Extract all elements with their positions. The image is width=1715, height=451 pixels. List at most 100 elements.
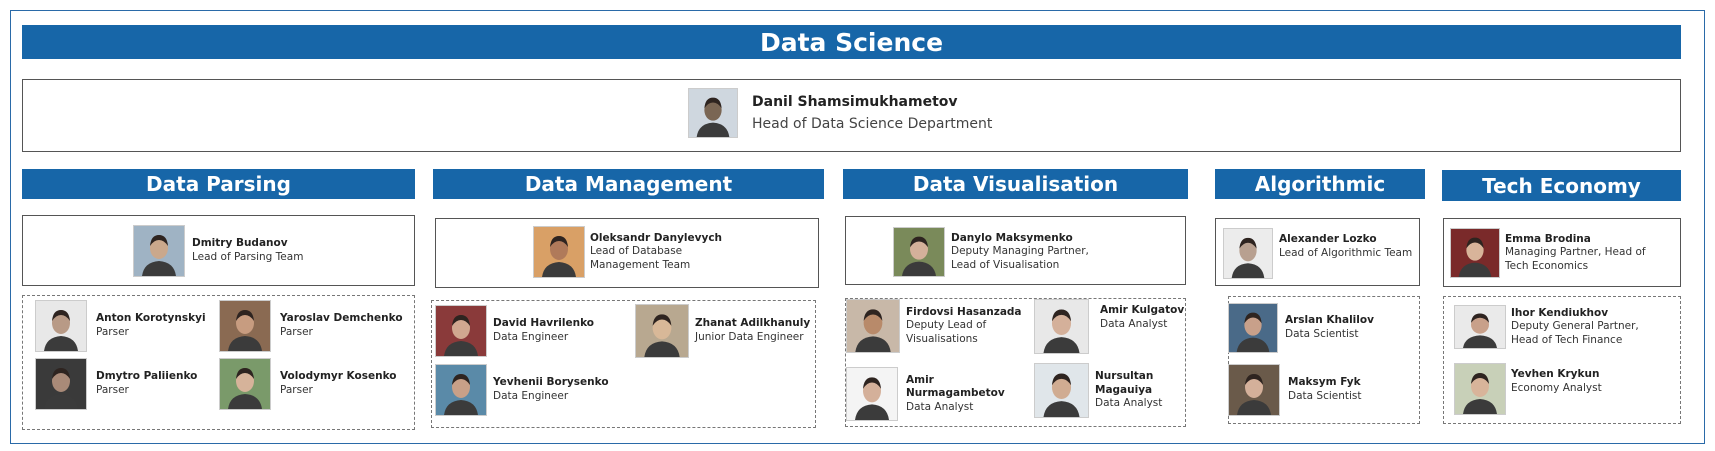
person-photo: [688, 88, 738, 138]
person-role: Deputy Lead of Visualisations: [906, 319, 987, 345]
person-role: Deputy General Partner, Head of Tech Fin…: [1511, 320, 1639, 346]
member-person: Volodymyr Kosenko Parser: [219, 358, 396, 410]
portrait-image: [36, 301, 86, 351]
org-chart-frame: [10, 10, 1705, 444]
head-card: [22, 79, 1681, 152]
member-person: Maksym Fyk Data Scientist: [1228, 364, 1362, 416]
member-person: Yevhen Krykun Economy Analyst: [1454, 363, 1602, 415]
lead-person-economy: Emma Brodina Managing Partner, Head of T…: [1450, 228, 1670, 278]
member-person: Yaroslav Demchenko Parser: [219, 300, 403, 352]
person-photo: [1228, 303, 1278, 353]
person-name: Alexander Lozko: [1279, 232, 1377, 245]
person-name: Danylo Maksymenko: [951, 231, 1073, 244]
person-name: Emma Brodina: [1505, 232, 1591, 245]
person-name: Anton Korotynskyi: [96, 312, 206, 325]
person-photo: [1450, 228, 1500, 278]
portrait-image: [36, 359, 86, 409]
person-role: Managing Partner, Head of Tech Economics: [1505, 246, 1646, 272]
member-person: Dmytro Paliienko Parser: [35, 358, 197, 410]
portrait-image: [1229, 365, 1279, 415]
member-person: Anton Korotynskyi Parser: [35, 300, 206, 352]
team-box-visualisation: [845, 298, 1186, 427]
person-name: Firdovsi Hasanzada: [906, 305, 1022, 318]
person-role: Data Scientist: [1285, 328, 1359, 340]
person-name: Dmitry Budanov: [192, 237, 288, 250]
person-name: Ihor Kendiukhov: [1511, 306, 1609, 319]
person-photo: [435, 305, 487, 357]
person-name: Zhanat Adilkhanuly: [695, 317, 811, 330]
person-photo: [893, 227, 945, 277]
person-role: Data Scientist: [1288, 390, 1362, 402]
portrait-image: [134, 226, 184, 276]
section-title-data-visualisation: Data Visualisation: [843, 169, 1188, 199]
portrait-image: [1035, 300, 1088, 353]
person-photo: [1454, 305, 1506, 349]
head-role: Head of Data Science Department: [752, 116, 993, 132]
person-role: Deputy Managing Partner, Lead of Visuali…: [951, 245, 1089, 271]
person-role: Data Engineer: [493, 390, 569, 402]
section-title-data-parsing: Data Parsing: [22, 169, 415, 199]
person-photo: [1228, 364, 1280, 416]
section-title-algorithmic: Algorithmic: [1215, 169, 1425, 199]
person-photo: [635, 304, 689, 358]
person-name: Amir Kulgatov: [1100, 303, 1185, 316]
person-name: Yaroslav Demchenko: [280, 312, 403, 325]
person-photo: [133, 225, 185, 277]
portrait-image: [847, 300, 899, 352]
team-box-management: [431, 300, 816, 428]
portrait-image: [1455, 364, 1505, 414]
member-person: Zhanat Adilkhanuly Junior Data Engineer: [635, 304, 810, 358]
person-role: Data Engineer: [493, 331, 569, 343]
portrait-image: [1035, 364, 1088, 417]
person-role: Data Analyst: [1100, 317, 1168, 330]
person-photo: [533, 226, 585, 278]
portrait-image: [1229, 304, 1277, 352]
person-photo: [1034, 363, 1089, 418]
person-role: Lead of Database Management Team: [590, 245, 691, 271]
portrait-image: [1224, 229, 1272, 278]
person-name: Arslan Khalilov: [1285, 314, 1374, 327]
person-role: Parser: [96, 384, 129, 396]
person-role: Junior Data Engineer: [695, 331, 804, 343]
person-name: Dmytro Paliienko: [96, 370, 198, 383]
lead-person-algorithmic: Alexander Lozko Lead of Algorithmic Team: [1223, 228, 1412, 279]
person-role: Economy Analyst: [1511, 382, 1602, 394]
portrait-image: [847, 368, 897, 420]
section-title-data-management: Data Management: [433, 169, 824, 199]
person-name: Volodymyr Kosenko: [280, 370, 397, 383]
person-photo: [1034, 299, 1089, 354]
lead-person-management: Oleksandr Danylevych Lead of Database Ma…: [533, 226, 722, 278]
person-photo: [1454, 363, 1506, 415]
member-person: Nursultan Magauiya Data Analyst: [1034, 363, 1165, 418]
person-photo: [846, 299, 900, 353]
member-person: Yevhenii Borysenko Data Engineer: [435, 364, 609, 416]
portrait-image: [1455, 306, 1505, 348]
portrait-image: [689, 89, 737, 137]
member-person: Amir Nurmagambetov Data Analyst: [846, 367, 1005, 421]
person-role: Lead of Parsing Team: [192, 251, 304, 263]
lead-person-parsing: Dmitry Budanov Lead of Parsing Team: [133, 225, 303, 277]
person-name: Yevhen Krykun: [1511, 368, 1600, 381]
person-photo: [35, 358, 87, 410]
person-role: Lead of Algorithmic Team: [1279, 246, 1413, 259]
person-role: Parser: [96, 326, 129, 338]
person-name: Nursultan Magauiya: [1095, 370, 1154, 396]
person-photo: [1223, 228, 1273, 279]
person-name: Amir Nurmagambetov: [906, 373, 1005, 400]
person-photo: [219, 300, 271, 352]
section-title-tech-economy: Tech Economy: [1442, 170, 1681, 201]
person-photo: [435, 364, 487, 416]
person-role: Parser: [280, 384, 313, 396]
department-title: Data Science: [22, 25, 1681, 59]
person-photo: [219, 358, 271, 410]
head-person: Danil Shamsimukhametov Head of Data Scie…: [688, 88, 992, 138]
portrait-image: [534, 227, 584, 277]
person-role: Parser: [280, 326, 313, 338]
member-person: Ihor Kendiukhov Deputy General Partner, …: [1454, 305, 1656, 349]
portrait-image: [436, 306, 486, 356]
portrait-image: [636, 305, 688, 357]
person-role: Data Analyst: [1095, 397, 1163, 410]
head-name: Danil Shamsimukhametov: [752, 93, 958, 110]
portrait-image: [894, 228, 944, 276]
member-person: David Havrilenko Data Engineer: [435, 305, 594, 357]
